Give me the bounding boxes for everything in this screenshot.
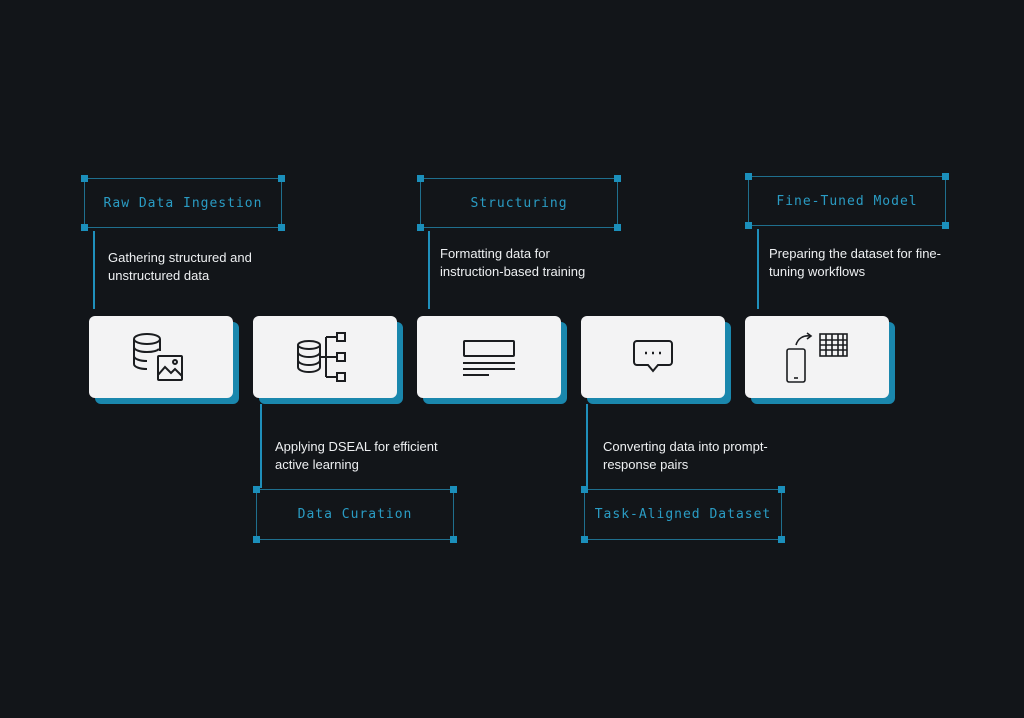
description-task-aligned-dataset: Converting data into prompt- response pa… <box>603 438 768 474</box>
connector-line-2 <box>260 404 262 488</box>
description-fine-tuned-model: Preparing the dataset for fine- tuning w… <box>769 245 941 281</box>
label-raw-data-ingestion-text: Raw Data Ingestion <box>103 195 263 211</box>
label-fine-tuned-model: Fine-Tuned Model <box>745 173 949 229</box>
label-raw-data-ingestion: Raw Data Ingestion <box>81 175 285 231</box>
description-data-curation: Applying DSEAL for efficient active lear… <box>275 438 438 474</box>
chat-bubble-icon <box>633 340 673 373</box>
label-structuring-text: Structuring <box>470 195 568 211</box>
database-image-icon <box>133 333 183 381</box>
database-tree-icon <box>297 332 346 382</box>
description-line: Gathering structured and <box>108 250 252 265</box>
connector-line-5 <box>757 229 759 309</box>
card-structuring <box>417 316 561 398</box>
description-structuring: Formatting data for instruction-based tr… <box>440 245 585 281</box>
description-line: unstructured data <box>108 268 210 283</box>
description-raw-data-ingestion: Gathering structured and unstructured da… <box>108 249 252 285</box>
label-task-aligned-dataset: Task-Aligned Dataset <box>581 486 785 543</box>
description-line: Preparing the dataset for fine- <box>769 246 941 261</box>
card-task-aligned-dataset <box>581 316 725 398</box>
description-line: Applying DSEAL for efficient <box>275 439 438 454</box>
document-text-icon <box>463 340 515 376</box>
label-data-curation-text: Data Curation <box>297 507 413 522</box>
description-line: instruction-based training <box>440 264 586 279</box>
card-fine-tuned-model <box>745 316 889 398</box>
label-structuring: Structuring <box>417 175 621 231</box>
connector-line-4 <box>586 404 588 488</box>
description-line: response pairs <box>603 457 689 472</box>
label-task-aligned-dataset-text: Task-Aligned Dataset <box>594 507 772 522</box>
label-fine-tuned-model-text: Fine-Tuned Model <box>776 193 918 209</box>
description-line: Converting data into prompt- <box>603 439 768 454</box>
label-data-curation: Data Curation <box>253 486 457 543</box>
card-data-curation <box>253 316 397 398</box>
connector-line-3 <box>428 231 430 309</box>
connector-line-1 <box>93 231 95 309</box>
description-line: tuning workflows <box>769 264 866 279</box>
device-sync-table-icon <box>786 332 848 383</box>
description-line: Formatting data for <box>440 246 550 261</box>
description-line: active learning <box>275 457 359 472</box>
card-raw-data-ingestion <box>89 316 233 398</box>
